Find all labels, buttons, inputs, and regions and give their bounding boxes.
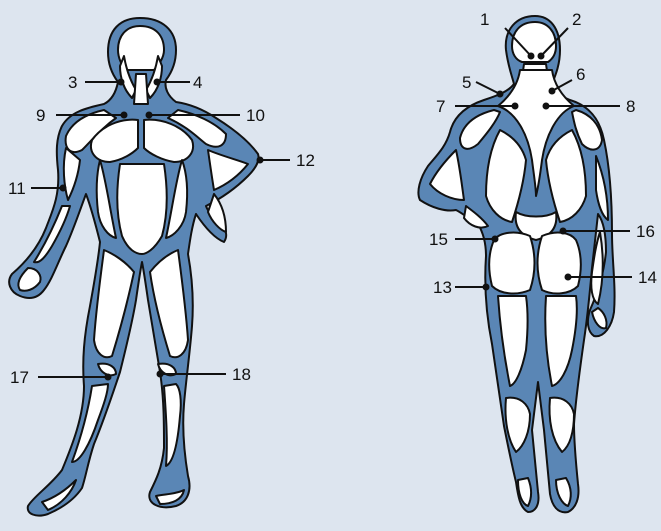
label-9: 9 [36,106,45,125]
leader-dot-4 [154,79,161,86]
leader-dot-7 [512,103,519,110]
leader-dot-1 [528,53,535,60]
label-17: 17 [10,368,29,387]
label-7: 7 [436,97,445,116]
label-2: 2 [572,10,581,29]
label-16: 16 [636,222,655,241]
leader-dot-17 [105,374,112,381]
leader-dot-18 [157,371,164,378]
label-15: 15 [429,230,448,249]
label-3: 3 [68,73,77,92]
leader-dot-3 [118,79,125,86]
leader-dot-12 [257,157,264,164]
label-18: 18 [232,365,251,384]
leader-dot-14 [565,274,572,281]
leader-dot-6 [549,88,556,95]
label-13: 13 [433,278,452,297]
back-figure [418,16,614,512]
leader-dot-13 [483,284,490,291]
label-1: 1 [480,10,489,29]
label-14: 14 [638,268,657,287]
front-neck-center [134,74,148,104]
leader-dot-8 [543,103,550,110]
label-10: 10 [246,106,265,125]
leader-dot-9 [121,112,128,119]
leader-dot-5 [497,91,504,98]
leader-dot-2 [538,53,545,60]
leader-dot-16 [560,228,567,235]
leader-line-5 [476,82,500,94]
label-12: 12 [296,151,315,170]
front-abdomen [117,164,167,254]
leader-dot-15 [492,236,499,243]
label-6: 6 [576,65,585,84]
label-11: 11 [8,179,26,198]
leader-dot-11 [60,185,67,192]
label-8: 8 [626,97,635,116]
back-glute-right [538,233,581,294]
leader-dot-10 [146,112,153,119]
front-figure [9,18,258,516]
label-5: 5 [462,73,471,92]
label-4: 4 [193,73,202,92]
